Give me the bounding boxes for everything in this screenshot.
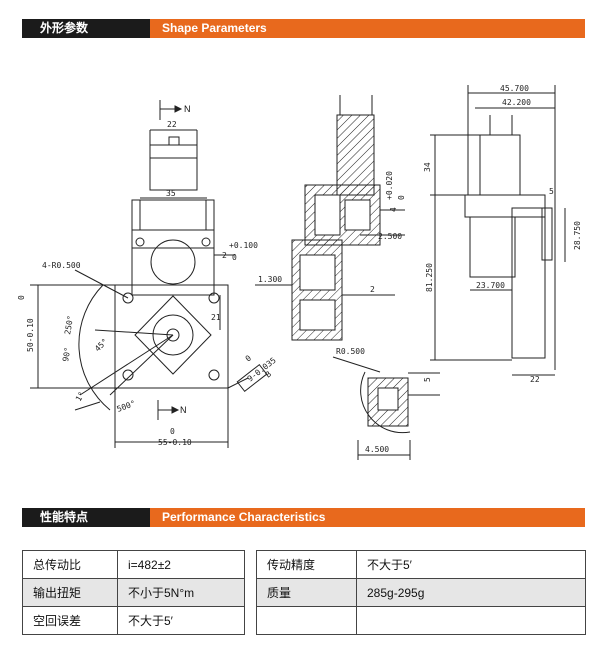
- section-shaft-label: 4: [389, 207, 398, 212]
- side-dim-45700: 45.700: [500, 84, 529, 93]
- perf-title-cn: 性能特点: [22, 508, 150, 527]
- spec-label: 总传动比: [22, 550, 118, 579]
- shape-title-en: Shape Parameters: [150, 19, 585, 38]
- shape-parameters-header: 外形参数 Shape Parameters: [22, 19, 585, 38]
- side-dim-5: 5: [549, 187, 554, 196]
- spec-value: 不大于5′: [356, 550, 586, 579]
- perf-title-en: Performance Characteristics: [150, 508, 585, 527]
- side-view: [430, 85, 566, 376]
- front-side-dim: 50-0.10: [26, 318, 35, 352]
- spec-label: 传动精度: [256, 550, 357, 579]
- spec-value: 不小于5N°m: [117, 578, 245, 607]
- table-row: 空回误差 不大于5′: [22, 606, 245, 635]
- spec-value: [356, 606, 586, 635]
- front-n-label-top: N: [184, 104, 191, 114]
- front-side-dim-zero: 0: [17, 295, 26, 300]
- spec-label: [256, 606, 357, 635]
- table-row: 质量 285g-295g: [256, 578, 586, 607]
- side-dim-34: 34: [423, 162, 432, 172]
- front-height-21: 21: [211, 313, 221, 322]
- spec-value: i=482±2: [117, 550, 245, 579]
- front-angle-250: 250°: [63, 315, 75, 336]
- section-dim-2: 2: [370, 285, 375, 294]
- section-dim-4500: 4.500: [365, 445, 389, 454]
- side-dim-23700: 23.700: [476, 281, 505, 290]
- side-dim-22: 22: [530, 375, 540, 384]
- spec-table-left: 总传动比 i=482±2 输出扭矩 不小于5N°m 空回误差 不大于5′: [22, 550, 245, 635]
- front-tol-box-zero: 0: [244, 353, 253, 363]
- section-shaft-tol-upper: +0.020: [385, 171, 394, 200]
- front-n-label-bottom: N: [180, 405, 187, 415]
- table-row: 输出扭矩 不小于5N°m: [22, 578, 245, 607]
- table-row: 传动精度 不大于5′: [256, 550, 586, 579]
- front-corner-radius: 4-R0.500: [42, 261, 81, 270]
- front-view: [30, 100, 268, 448]
- spec-value: 285g-295g: [356, 578, 586, 607]
- side-dim-81250: 81.250: [425, 263, 434, 292]
- front-angle-1: 1°: [74, 390, 87, 403]
- section-dim-1300: 1.300: [258, 275, 282, 284]
- section-dim-2500: 2.500: [378, 232, 402, 241]
- front-shaft-dia: 22: [167, 120, 177, 129]
- technical-drawing: N 22 35 +0.100 2 0 4-R0.500 21 50-0.10 0…: [0, 45, 605, 475]
- section-view: [255, 95, 440, 460]
- front-tol-box-ref: B: [264, 369, 273, 379]
- side-dim-28750: 28.750: [573, 221, 582, 250]
- front-hole-tol-upper: +0.100: [229, 241, 258, 250]
- front-angle-500: 500°: [116, 399, 137, 414]
- table-row: 总传动比 i=482±2: [22, 550, 245, 579]
- front-hole-tol-lower: 0: [232, 253, 237, 262]
- front-body-width: 35: [166, 189, 176, 198]
- spec-label: 空回误差: [22, 606, 118, 635]
- front-bottom-zero: 0: [170, 427, 175, 436]
- table-row: [256, 606, 586, 635]
- spec-value: 不大于5′: [117, 606, 245, 635]
- front-angle-90: 90°: [61, 347, 72, 363]
- spec-table-right: 传动精度 不大于5′ 质量 285g-295g: [256, 550, 586, 635]
- front-angle-45: 45°: [93, 337, 110, 354]
- performance-header: 性能特点 Performance Characteristics: [22, 508, 585, 527]
- side-dim-42200: 42.200: [502, 98, 531, 107]
- spec-label: 输出扭矩: [22, 578, 118, 607]
- spec-label: 质量: [256, 578, 357, 607]
- section-radius: R0.500: [336, 347, 365, 356]
- section-shaft-tol-lower: 0: [397, 195, 406, 200]
- front-bottom-dim: 55-0.10: [158, 438, 192, 447]
- shape-title-cn: 外形参数: [22, 19, 150, 38]
- front-hole-spec: 2: [222, 251, 227, 260]
- section-dim-5: 5: [423, 377, 432, 382]
